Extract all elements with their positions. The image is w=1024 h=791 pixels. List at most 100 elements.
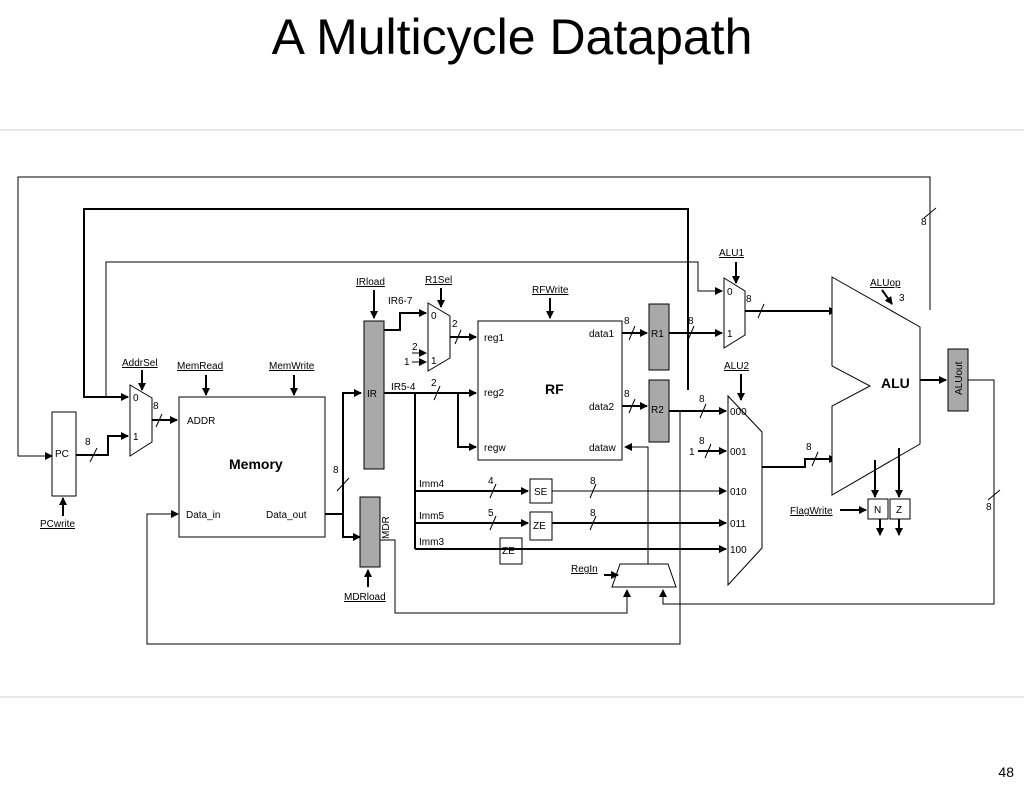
bus-width-imm4: 4 [488, 476, 494, 487]
mdr-register [359, 496, 381, 568]
ir-register [363, 320, 385, 470]
flag-z-label: Z [896, 505, 902, 516]
const-1-alu2-label: 1 [689, 447, 695, 458]
r1sel-label: R1Sel [425, 275, 452, 286]
bus-slash-r1sel [454, 329, 462, 345]
bus-width-aluop: 3 [899, 293, 905, 304]
alu2-mux [727, 394, 763, 587]
memory-addr-label: ADDR [187, 416, 215, 427]
aluop-label: ALUop [870, 278, 901, 289]
ze-box-2 [499, 537, 523, 565]
alu-block [831, 276, 921, 496]
bus-width-mem: 8 [333, 465, 339, 476]
wire-data-in-feedback [146, 410, 681, 645]
bus-width-se: 8 [590, 476, 596, 487]
memory-block [178, 396, 326, 538]
r1sel-in-0: 0 [431, 311, 437, 322]
wire-aluout-to-regin [659, 379, 995, 605]
bus-slash-pc [89, 447, 98, 463]
bus-slash-imm4 [489, 483, 497, 499]
ze-label-2: ZE [502, 546, 515, 557]
memory-data-in-label: Data_in [186, 510, 220, 521]
memory-label: Memory [229, 456, 283, 472]
bus-width-ir54: 2 [431, 378, 437, 389]
flag-n-register [867, 498, 889, 520]
bus-width-data2: 8 [624, 389, 630, 400]
memwrite-label: MemWrite [269, 361, 315, 372]
wire-mem-to-ir [342, 389, 362, 514]
ir-label: IR [367, 389, 377, 400]
page-number: 48 [998, 764, 1014, 780]
regin-label: RegIn [571, 564, 598, 575]
wire-ir67 [384, 309, 427, 331]
bus-slash-right-top [923, 207, 937, 219]
bus-slash-alu2-in1 [704, 443, 712, 459]
bus-slash-addrsel [155, 413, 163, 428]
rf-reg1-label: reg1 [484, 333, 504, 344]
ze-box-1 [529, 511, 553, 541]
rf-dataw-label: dataw [589, 443, 616, 454]
memory-data-out-label: Data_out [266, 510, 307, 521]
rf-data1-label: data1 [589, 329, 614, 340]
bus-slash-se [589, 483, 597, 499]
mdrload-label: MDRload [344, 592, 386, 603]
addrsel-label: AddrSel [122, 358, 158, 369]
imm3-label: Imm3 [419, 537, 444, 548]
r1-register [648, 303, 670, 371]
aluop-arrow [881, 289, 893, 305]
r1sel-in-1: 1 [431, 356, 437, 367]
wire-mem-to-mdr [325, 513, 361, 541]
bus-slash-data1 [628, 325, 636, 341]
bus-slash-r1 [687, 325, 695, 341]
pc-label: PC [55, 449, 69, 460]
alu2-in-100: 100 [730, 545, 747, 556]
alu2-in-001: 001 [730, 447, 747, 458]
bus-width-aluout: 8 [986, 502, 992, 513]
alu1-label: ALU1 [719, 248, 744, 259]
bus-width-imm5: 5 [488, 508, 494, 519]
alu1-in-1: 1 [727, 329, 733, 340]
bus-width-right-top: 8 [921, 217, 927, 228]
alu2-in-000: 000 [730, 407, 747, 418]
slide-title: A Multicycle Datapath [271, 9, 753, 65]
r1-label: R1 [651, 329, 664, 340]
rf-reg2-label: reg2 [484, 388, 504, 399]
const-1-label: 1 [404, 357, 410, 368]
bus-width-data1: 8 [624, 316, 630, 327]
ze-label-1: ZE [533, 521, 546, 532]
addrsel-mux [129, 384, 153, 457]
bus-width-r1: 8 [688, 316, 694, 327]
alu-label: ALU [881, 375, 910, 391]
ir54-label: IR5-4 [391, 382, 416, 393]
rfwrite-label: RFWrite [532, 285, 569, 296]
alu1-mux [723, 277, 746, 349]
bus-slash-alu1 [757, 303, 765, 319]
bus-width-r1sel: 2 [452, 319, 458, 330]
regin-mux [611, 563, 677, 588]
wire-mdr-to-regin [380, 539, 631, 614]
alu1-in-0: 0 [727, 287, 733, 298]
mdr-label: MDR [381, 516, 392, 539]
const-2-label: 2 [412, 342, 418, 353]
wire-pc-to-addrsel [76, 432, 129, 456]
bus-slash-data2 [628, 398, 636, 414]
irload-label: IRload [356, 277, 385, 288]
flag-n-label: N [874, 505, 881, 516]
wire-regin-to-dataw [624, 443, 649, 564]
register-file [477, 320, 623, 461]
bus-slash-aluout [987, 489, 1001, 501]
bus-width-alu2-in1: 8 [699, 436, 705, 447]
addrsel-in-0: 0 [133, 393, 139, 404]
bus-width-alu2: 8 [806, 442, 812, 453]
alu2-label: ALU2 [724, 361, 749, 372]
memread-label: MemRead [177, 361, 223, 372]
bus-width-r2: 8 [699, 394, 705, 405]
bus-slash-imm5 [489, 515, 497, 531]
bus-width-ze: 8 [590, 508, 596, 519]
wire-loop-to-addrsel-0 [83, 208, 689, 401]
bus-width-alu1: 8 [746, 294, 752, 305]
bus-slash-r2 [699, 403, 707, 419]
pcwrite-label: PCwrite [40, 519, 75, 530]
wire-ir54-to-regw [457, 393, 477, 451]
